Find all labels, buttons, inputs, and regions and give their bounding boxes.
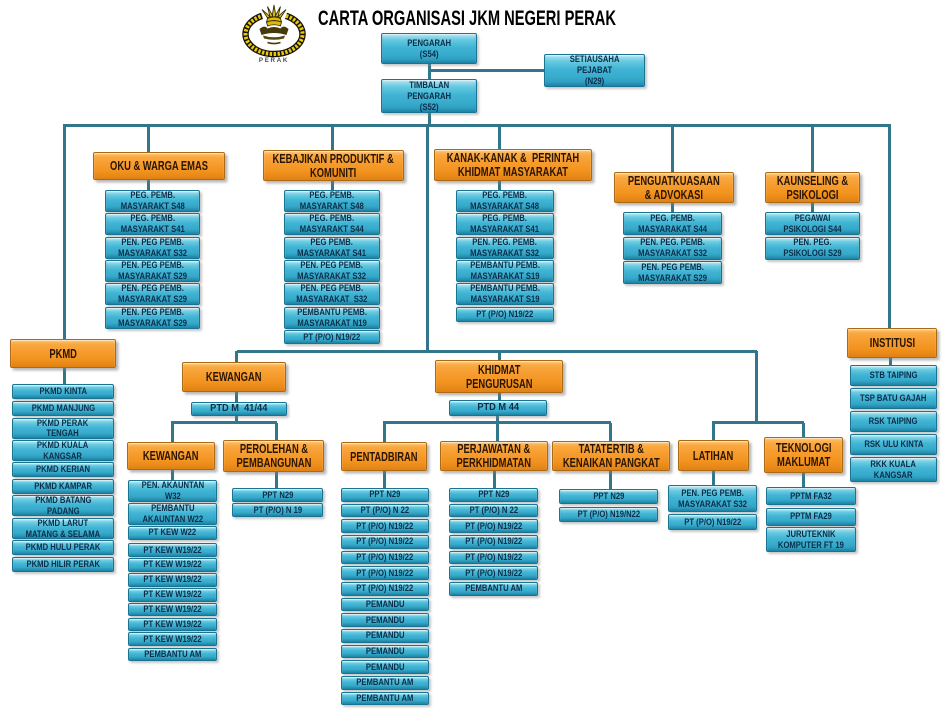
svg-text:PERAK: PERAK xyxy=(259,57,289,62)
